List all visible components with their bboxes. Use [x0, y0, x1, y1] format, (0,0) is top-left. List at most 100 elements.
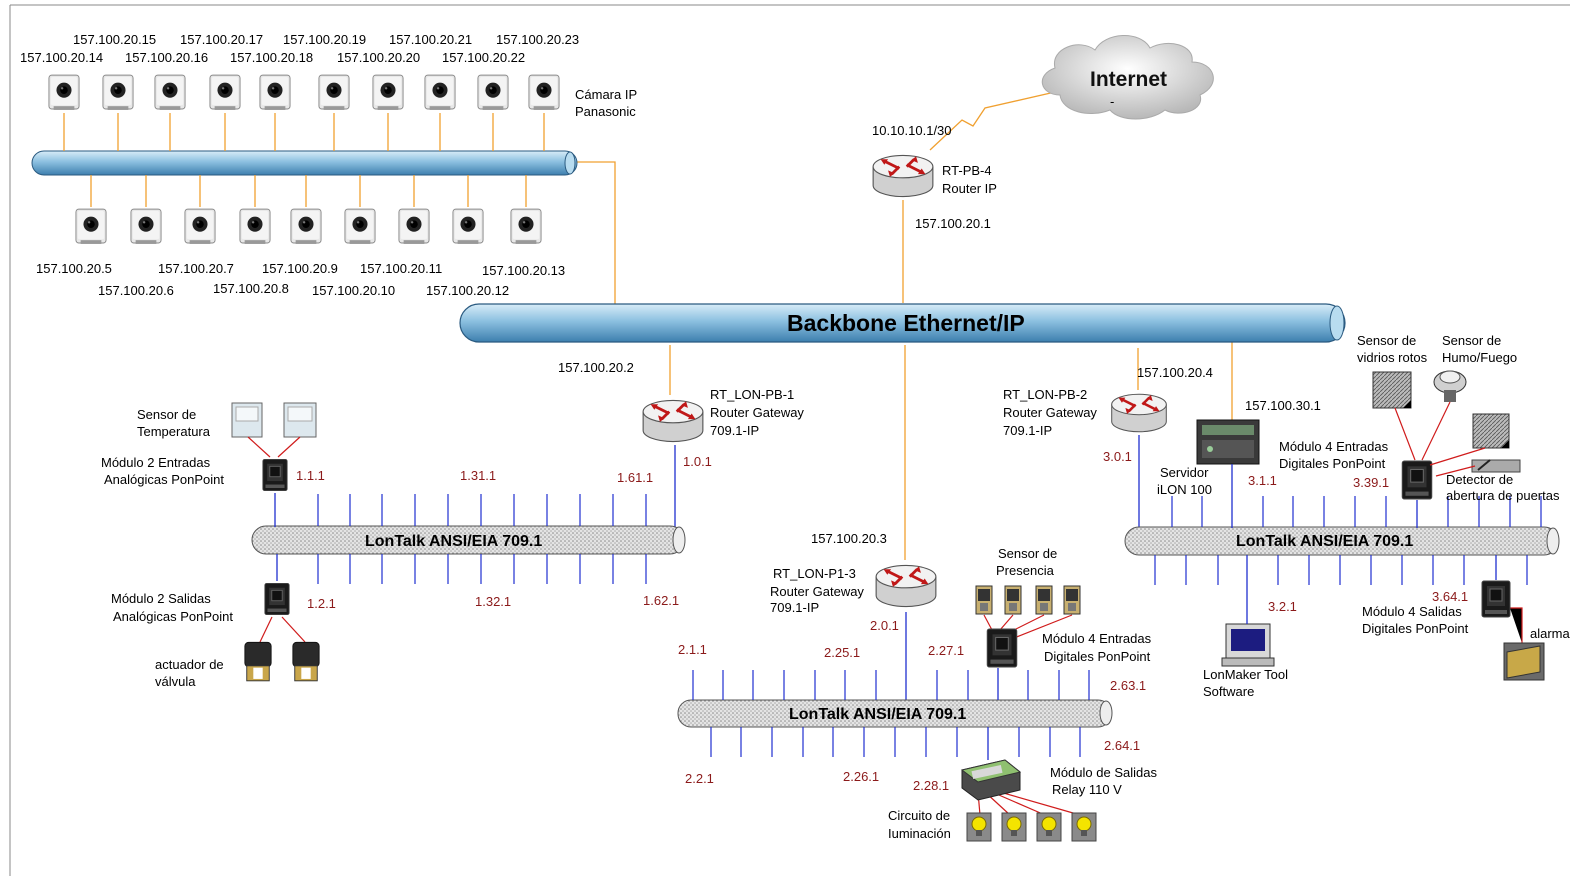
camera-label-line1: Cámara IP [575, 87, 637, 102]
router2-type: Router Gateway [1003, 405, 1097, 420]
bus3-in-label-2: Digitales PonPoint [1279, 456, 1386, 471]
backbone-pipe: Backbone Ethernet/IP [459, 303, 1346, 343]
bus2-lighting-bulbs [966, 812, 1097, 842]
bus1-temp-sensors [231, 402, 317, 438]
lontalk-bus-3: LonTalk ANSI/EIA 709.1 [1124, 526, 1560, 556]
camera-top-ip-8: 157.100.20.21 [389, 32, 472, 47]
camera-bottom-ip-3: 157.100.20.7 [158, 261, 234, 276]
bus1-addr-top-3: 1.61.1 [617, 470, 653, 485]
lontalk-bus-2: LonTalk ANSI/EIA 709.1 [677, 699, 1113, 728]
bus3-ilon-label-1: Servidor [1160, 465, 1209, 480]
camera-top-ip-9: 157.100.20.22 [442, 50, 525, 65]
bus3-out-label-2: Digitales PonPoint [1362, 621, 1469, 636]
internet-dash: - [1110, 94, 1114, 109]
camera-bottom-icon-2 [130, 208, 162, 245]
link-camera-bus-backbone [577, 161, 616, 307]
bus3-output-module-icon [1481, 580, 1511, 618]
backbone-label: Backbone Ethernet/IP [787, 310, 1025, 336]
internet-cloud: Internet - [1042, 35, 1214, 120]
router-ip-lan: 157.100.20.1 [915, 216, 991, 231]
link-wan-internet [929, 91, 1056, 151]
bus2-addr-bottom-3: 2.28.1 [913, 778, 949, 793]
router1-name: RT_LON-PB-1 [710, 387, 794, 402]
camera-bottom-icon-9 [510, 208, 542, 245]
camera-bottom-icon-7 [398, 208, 430, 245]
router2-icon [1110, 392, 1168, 434]
bus2-label: LonTalk ANSI/EIA 709.1 [789, 706, 966, 723]
bus3-smoke-label-1: Sensor de [1442, 333, 1501, 348]
bus2-presence-sensors [975, 585, 1081, 615]
router-ip-icon [871, 154, 935, 198]
camera-bottom-ip-5: 157.100.20.9 [262, 261, 338, 276]
bus2-lighting-label-2: Iuminación [888, 826, 951, 841]
bus1-in-label-2: Analógicas PonPoint [104, 472, 224, 487]
camera-bottom-ip-4: 157.100.20.8 [213, 281, 289, 296]
bus2-addr-top-1: 2.1.1 [678, 642, 707, 657]
router3-icon [874, 564, 938, 608]
bus3-lonmaker-label-2: Software [1203, 684, 1254, 699]
bus3-glass-label-2: vidrios rotos [1357, 350, 1428, 365]
internet-label: Internet [1090, 68, 1167, 91]
bus3-input-module-icon [1401, 460, 1433, 500]
router1-proto: 709.1-IP [710, 423, 759, 438]
camera-top-icon-10 [528, 74, 560, 111]
bus3-out-label-1: Módulo 4 Salidas [1362, 604, 1462, 619]
camera-bottom-icon-1 [75, 208, 107, 245]
bus1-label: LonTalk ANSI/EIA 709.1 [365, 533, 542, 550]
bus3-glass-label-1: Sensor de [1357, 333, 1416, 348]
camera-top-icon-4 [209, 74, 241, 111]
bus3-alarm-icon [1503, 642, 1545, 681]
bus2-addr-top-4: 2.63.1 [1110, 678, 1146, 693]
bus2-presence-label-1: Sensor de [998, 546, 1057, 561]
camera-bottom-ip-8: 157.100.20.12 [426, 283, 509, 298]
camera-bottom-icon-4 [239, 208, 271, 245]
bus2-in-label-2: Digitales PonPoint [1044, 649, 1151, 664]
cameras-bottom [75, 175, 542, 245]
bus1-actuator-icon-1 [244, 641, 272, 682]
bus3-ilon-ip: 157.100.30.1 [1245, 398, 1321, 413]
bus2-addr-bottom-2: 2.26.1 [843, 769, 879, 784]
bus3-alarm-label: alarma [1530, 626, 1570, 641]
bus3-label: LonTalk ANSI/EIA 709.1 [1236, 533, 1413, 550]
router3-type: Router Gateway [770, 584, 864, 599]
camera-top-icon-3 [154, 74, 186, 111]
camera-label-line2: Panasonic [575, 104, 636, 119]
camera-bus [31, 150, 578, 176]
camera-top-ip-7: 157.100.20.20 [337, 50, 420, 65]
bus2-presence-label-2: Presencia [996, 563, 1055, 578]
bus1-addr-top-2: 1.31.1 [460, 468, 496, 483]
bus1-actuator-icon-2 [292, 641, 320, 682]
router2-addr: 3.0.1 [1103, 449, 1132, 464]
bus3-ilon-label-2: iLON 100 [1157, 482, 1212, 497]
bus1-temp-label-2: Temperatura [137, 424, 211, 439]
bus1-temp-label-1: Sensor de [137, 407, 196, 422]
bus3-addr-top-1: 3.1.1 [1248, 473, 1277, 488]
camera-bottom-ip-7: 157.100.20.11 [360, 261, 442, 276]
camera-top-icon-5 [259, 74, 291, 111]
camera-top-ip-6: 157.100.20.19 [283, 32, 366, 47]
bus1-addr-top-1: 1.1.1 [296, 468, 325, 483]
bus1-addr-bottom-3: 1.62.1 [643, 593, 679, 608]
camera-top-ip-2: 157.100.20.15 [73, 32, 156, 47]
camera-bottom-icon-8 [452, 208, 484, 245]
bus3-taps [1154, 496, 1542, 585]
bus3-glass-sensor-icon-2 [1472, 413, 1510, 449]
bus1-actuator-label-2: válvula [155, 674, 196, 689]
camera-top-icon-1 [48, 74, 80, 111]
bus1-input-module-icon [262, 458, 288, 492]
camera-top-icon-6 [318, 74, 350, 111]
bus3-ilon-server-icon [1196, 419, 1260, 465]
camera-top-ip-5: 157.100.20.18 [230, 50, 313, 65]
orange-links [577, 91, 1233, 560]
bus3-door-label-1: Detector de [1446, 472, 1513, 487]
bus1-out-label-1: Módulo 2 Salidas [111, 591, 211, 606]
bus3-addr-bottom-1: 3.2.1 [1268, 599, 1297, 614]
camera-bottom-ip-9: 157.100.20.13 [482, 263, 565, 278]
camera-top-ip-3: 157.100.20.16 [125, 50, 208, 65]
bus1-in-label-1: Módulo 2 Entradas [101, 455, 211, 470]
bus2-relay-label-2: Relay 110 V [1052, 782, 1122, 797]
bus3-in-label-1: Módulo 4 Entradas [1279, 439, 1389, 454]
bus3-door-label-2: abertura de puertas [1446, 488, 1560, 503]
camera-top-ip-1: 157.100.20.14 [20, 50, 103, 65]
